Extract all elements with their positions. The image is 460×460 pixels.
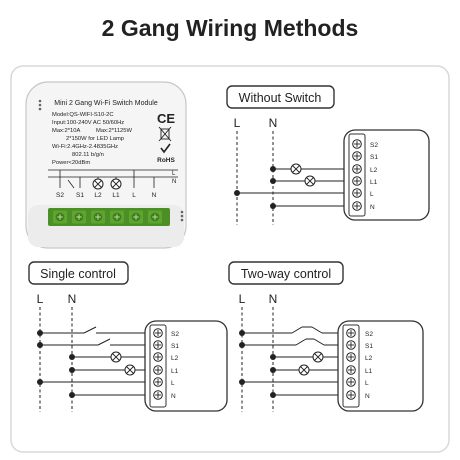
- diagram-two-way-control: Two-way control L N: [228, 261, 424, 412]
- module-mini-l-label: L: [172, 171, 176, 177]
- module-name: Mini 2 Gang Wi-Fi Switch Module: [54, 100, 158, 107]
- section-label-without-switch: Without Switch: [239, 91, 322, 105]
- rohs-check-icon: [160, 143, 171, 154]
- neutral-label: N: [269, 292, 278, 306]
- lamp-icon: [312, 351, 324, 363]
- page-title: 2 Gang Wiring Methods: [102, 15, 359, 41]
- terminal-label-n: N: [171, 393, 176, 400]
- section-label-single-control: Single control: [40, 267, 116, 281]
- terminal-label-l: L: [365, 380, 369, 387]
- module-input: Input:100-240V AC 50/60Hz: [52, 120, 124, 126]
- terminal-label-l1: L1: [171, 368, 179, 375]
- module-illustration: Mini 2 Gang Wi-Fi Switch Module Model:QS…: [25, 81, 187, 249]
- module-terminal-label-s2: S2: [56, 192, 64, 199]
- module-led-load: 2*150W for LED Lamp: [66, 136, 124, 142]
- module-power: Power<20dBm: [52, 160, 90, 166]
- terminal-label-s2: S2: [171, 331, 179, 338]
- diagram-single-control: Single control L N: [28, 261, 228, 412]
- section-label-box: [28, 261, 129, 285]
- terminal-label-l1: L1: [370, 179, 378, 186]
- lamp-icon: [124, 364, 136, 376]
- rohs-mark: RoHS: [157, 157, 175, 164]
- live-label: L: [37, 292, 44, 306]
- terminal-label-l2: L2: [171, 355, 179, 362]
- module-model: Model:QS-WIFI-S10-2C: [52, 112, 114, 118]
- module-terminal-label-l2: L2: [94, 192, 102, 199]
- lamp-icon: [298, 364, 310, 376]
- terminal-label-l2: L2: [365, 355, 373, 362]
- terminal-label-s2: S2: [370, 142, 378, 149]
- ce-mark: CE: [157, 111, 175, 126]
- live-label: L: [239, 292, 246, 306]
- terminal-label-s1: S1: [171, 343, 179, 350]
- module-terminal-label-n: N: [152, 192, 157, 199]
- section-label-box: [228, 261, 344, 285]
- module-terminal-label-l1: L1: [112, 192, 120, 199]
- module-wifi: Wi-Fi:2.4GHz-2.4835GHz: [52, 144, 118, 150]
- module-max-load: Max:2*10A: [52, 128, 80, 134]
- diagram-without-switch: Without Switch L N S2 S1 L2 L1 L N: [226, 85, 430, 225]
- neutral-label: N: [68, 292, 77, 306]
- module-terminal-label-l: L: [132, 192, 136, 199]
- weee-bin-icon: [158, 126, 172, 142]
- live-label: L: [234, 116, 241, 130]
- terminal-label-l: L: [171, 380, 175, 387]
- module-terminal-label-s1: S1: [76, 192, 84, 199]
- terminal-label-s1: S1: [370, 154, 378, 161]
- module-mini-n-label: N: [172, 179, 176, 185]
- terminal-label-l1: L1: [365, 368, 373, 375]
- terminal-label-s2: S2: [365, 331, 373, 338]
- lamp-icon: [304, 175, 316, 187]
- terminal-label-n: N: [370, 204, 375, 211]
- module-max-power: Max:2*1125W: [96, 128, 133, 134]
- lamp-icon: [110, 351, 122, 363]
- terminal-label-s1: S1: [365, 343, 373, 350]
- neutral-label: N: [269, 116, 278, 130]
- module-mini-lamp-icon: [110, 178, 122, 190]
- section-label-two-way-control: Two-way control: [241, 267, 331, 281]
- module-wifi-standard: 802.11 b/g/n: [72, 152, 104, 158]
- section-label-box: [226, 85, 335, 109]
- module-mini-lamp-icon: [92, 178, 104, 190]
- terminal-label-l2: L2: [370, 167, 378, 174]
- terminal-label-n: N: [365, 393, 370, 400]
- terminal-label-l: L: [370, 191, 374, 198]
- lamp-icon: [290, 163, 302, 175]
